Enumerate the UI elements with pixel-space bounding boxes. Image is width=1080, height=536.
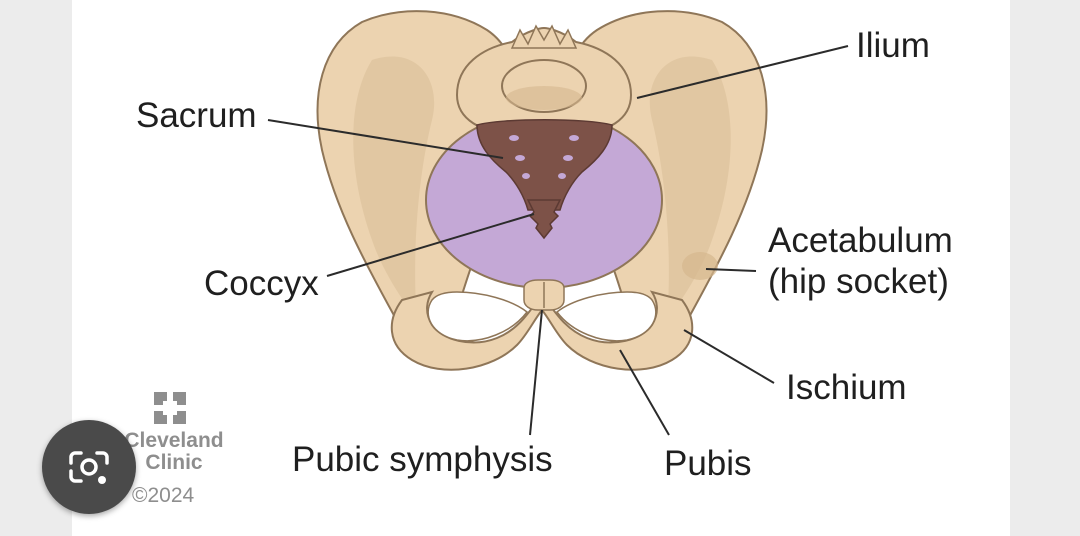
diagram-image-panel: Ilium Sacrum Acetabulum (hip socket) Coc…: [72, 0, 1010, 536]
ischium-leader-line: [683, 329, 775, 384]
label-acetabulum: Acetabulum (hip socket): [768, 221, 953, 302]
logo-copyright: ©2024: [132, 484, 195, 507]
label-pubis: Pubis: [664, 444, 752, 483]
sacrum-leader-line: [267, 119, 504, 159]
obturator-foramen-right: [555, 291, 657, 342]
cleveland-clinic-logo-icon: [154, 392, 186, 424]
sacral-foramen-3r: [558, 173, 566, 179]
label-ilium: Ilium: [856, 26, 930, 65]
pelvis-illustration: [267, 10, 849, 436]
logo-wordmark: Cleveland Clinic: [120, 429, 228, 475]
pubis-leader-line: [619, 349, 670, 436]
acetabulum-socket: [682, 252, 718, 280]
label-pubic-symphysis: Pubic symphysis: [292, 440, 553, 479]
label-sacrum: Sacrum: [136, 96, 257, 135]
label-coccyx: Coccyx: [204, 264, 319, 303]
visual-search-button[interactable]: [42, 420, 136, 514]
obturator-foramen-left: [427, 291, 529, 342]
sacral-spinous-process: [510, 24, 578, 49]
pubic-symphysis-leader-line: [529, 309, 543, 436]
ilium-leader-line: [636, 45, 849, 99]
sacral-foramen-2l: [515, 155, 525, 161]
label-ischium: Ischium: [786, 368, 907, 407]
sacral-foramen-1l: [509, 135, 519, 141]
sacral-foramen-2r: [563, 155, 573, 161]
logo-line-1: Cleveland: [124, 429, 224, 452]
sacrum: [476, 119, 613, 211]
sacral-foramen-1r: [569, 135, 579, 141]
camera-search-icon: [69, 451, 109, 484]
right-ilium-shade: [649, 56, 731, 321]
vertebral-body-shadow: [506, 86, 582, 110]
coccyx-leader-line: [326, 213, 535, 277]
logo-line-2: Clinic: [145, 451, 203, 475]
sacral-foramen-3l: [522, 173, 530, 179]
acetabulum-leader-line: [705, 268, 757, 272]
left-ilium-shade: [353, 56, 435, 321]
